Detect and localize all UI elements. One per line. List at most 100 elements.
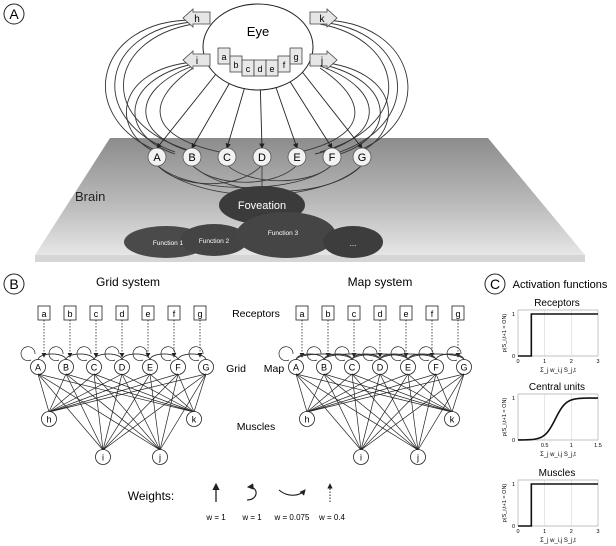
panel-a-label: A — [9, 6, 19, 22]
eye-muscle-j: j — [309, 50, 338, 70]
svg-text:G: G — [202, 363, 209, 373]
map-receptor-b: b — [321, 305, 335, 321]
weights-title: Weights: — [128, 489, 174, 503]
svg-text:h: h — [304, 415, 309, 425]
grid-muscle-k: k — [186, 411, 202, 427]
brain-plane — [35, 138, 585, 255]
svg-text:C: C — [349, 363, 356, 373]
grid-unit-B: B — [48, 346, 74, 375]
grid-unit-F: F — [160, 346, 186, 375]
foveation-label: Foveation — [238, 200, 286, 212]
activation-curve — [517, 397, 599, 441]
grid-receptor-c: c — [89, 305, 103, 321]
eye-receptor-e: e — [265, 59, 279, 77]
svg-text:b: b — [67, 309, 72, 319]
brain-unit-B: B — [182, 147, 202, 167]
svg-text:w = 0.4: w = 0.4 — [318, 513, 346, 522]
x-tick-label: 1 — [543, 359, 546, 365]
svg-text:E: E — [147, 363, 153, 373]
function-more-ellipse — [323, 226, 383, 258]
map-muscle-k: k — [444, 411, 460, 427]
x-tick-label: 3 — [596, 529, 599, 535]
x-tick-label: 1.5 — [594, 443, 602, 449]
map-unit-muscle-links — [295, 373, 465, 451]
activation-chart-title: Muscles — [539, 468, 576, 479]
function-3-label: Function 3 — [268, 230, 299, 237]
function-3-ellipse — [236, 212, 336, 258]
grid-unit-muscle-links — [37, 373, 207, 451]
brain-unit-A: A — [147, 147, 167, 167]
map-muscle-h: h — [299, 411, 315, 427]
map-muscle-j: j — [410, 449, 426, 465]
activation-title: Activation functions — [513, 279, 608, 291]
y-tick-label: 0 — [512, 524, 515, 530]
eye-title: Eye — [247, 24, 269, 39]
svg-text:i: i — [196, 56, 198, 67]
grid-receptor-d: d — [115, 305, 129, 321]
x-tick-label: 1 — [543, 529, 546, 535]
svg-text:g: g — [455, 309, 460, 319]
svg-text:a: a — [299, 309, 304, 319]
weight-legend-item-4: w = 0.4 — [318, 483, 346, 522]
grid-unit-C: C — [76, 346, 102, 375]
svg-text:e: e — [145, 309, 150, 319]
svg-text:j: j — [158, 453, 161, 463]
eye-receptor-f: f — [277, 55, 291, 73]
grid-unit-A: A — [20, 346, 46, 375]
y-tick-label: 1 — [512, 482, 515, 488]
svg-text:c: c — [352, 309, 357, 319]
muscles-row-label: Muscles — [237, 421, 276, 433]
svg-text:d: d — [119, 309, 124, 319]
grid-muscle-i: i — [95, 449, 111, 465]
grid-receptor-b: b — [63, 305, 77, 321]
activation-curve — [518, 313, 598, 357]
panel-b: B Grid system Map system Receptors Grid … — [3, 273, 472, 522]
svg-text:h: h — [46, 415, 51, 425]
svg-text:E: E — [405, 363, 411, 373]
map-unit-C: C — [334, 346, 360, 375]
svg-text:g: g — [293, 52, 298, 62]
map-receptor-c: c — [347, 305, 361, 321]
brain-unit-C: C — [217, 147, 237, 167]
eye — [202, 3, 314, 91]
grid-receptor-f: f — [167, 305, 181, 321]
svg-text:i: i — [102, 453, 104, 463]
x-tick-label: 0 — [516, 359, 519, 365]
svg-text:g: g — [197, 309, 202, 319]
grid-receptor-e: e — [141, 305, 155, 321]
weight-legend-item-1: w = 1 — [205, 482, 226, 522]
brain-unit-G: G — [352, 147, 372, 167]
svg-text:e: e — [403, 309, 408, 319]
svg-text:F: F — [433, 363, 439, 373]
activation-xlabel: Σ_j w_i,j S_j,t — [540, 368, 576, 374]
svg-text:A: A — [293, 363, 299, 373]
activation-xlabel: Σ_j w_i,j S_j,t — [540, 452, 576, 458]
receptors-row-label: Receptors — [232, 308, 280, 320]
eye-muscle-h: h — [182, 8, 211, 28]
y-tick-label: 1 — [512, 312, 515, 318]
svg-text:B: B — [321, 363, 327, 373]
grid-receptor-a: a — [37, 305, 51, 321]
map-unit-G: G — [446, 346, 472, 375]
grid-unit-G: G — [188, 346, 214, 375]
brain-unit-F: F — [322, 147, 342, 167]
grid-unit-E: E — [132, 346, 158, 375]
map-receptor-e: e — [399, 305, 413, 321]
svg-text:f: f — [173, 309, 176, 319]
activation-ylabel: p(S_i,t+1 = ON) — [502, 314, 508, 353]
svg-text:d: d — [257, 64, 262, 74]
weight-legend-item-2: w = 1 — [241, 483, 262, 522]
svg-text:F: F — [175, 363, 181, 373]
weight-legend-item-3: w = 0.075 — [274, 489, 310, 522]
eye-receptor-d: d — [253, 59, 267, 77]
x-tick-label: 2 — [570, 529, 573, 535]
svg-text:w = 1: w = 1 — [241, 513, 262, 522]
svg-text:D: D — [258, 152, 266, 164]
